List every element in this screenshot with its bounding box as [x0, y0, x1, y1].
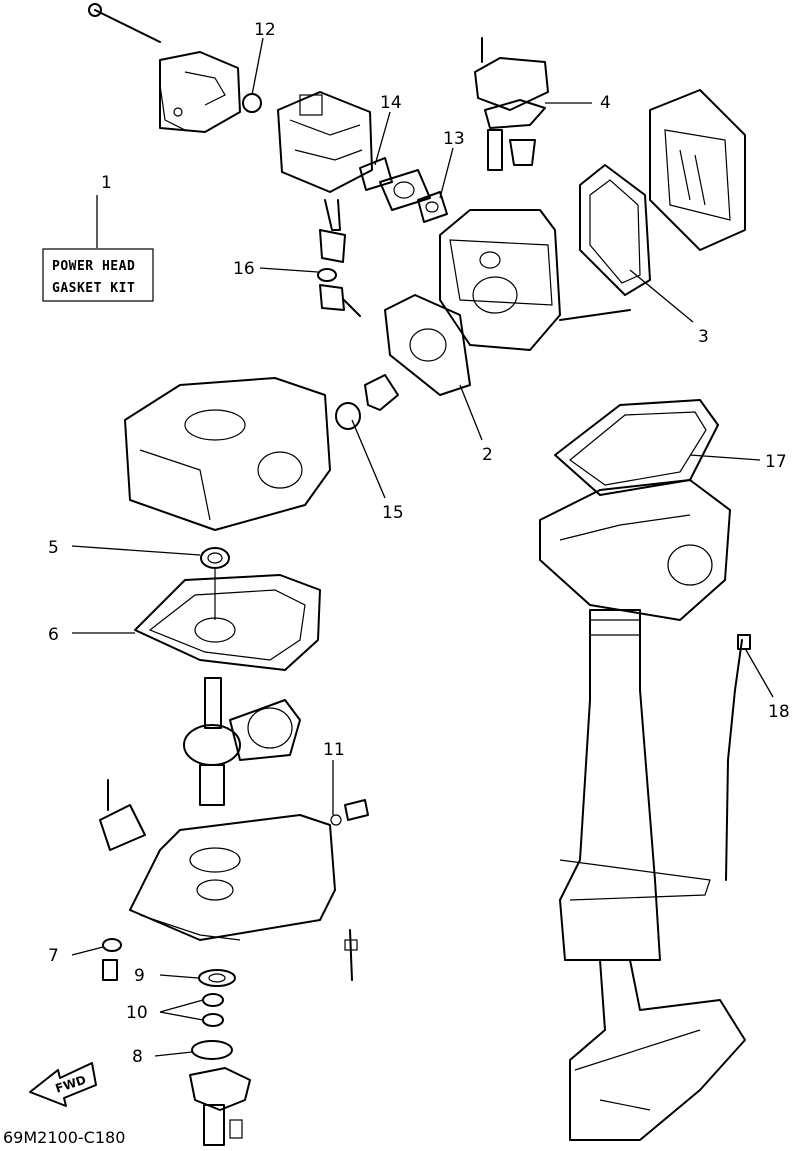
callout-2: 2	[482, 445, 493, 465]
lower-bolts	[102, 929, 358, 981]
callout-12: 12	[254, 20, 276, 40]
water-pipe-holder	[189, 1067, 251, 1146]
callout-14: 14	[380, 93, 402, 113]
kit-box-line1: POWER HEAD	[52, 259, 135, 274]
callout-6: 6	[48, 625, 59, 645]
callout-11: 11	[323, 740, 345, 760]
drive-shaft-housing	[559, 609, 711, 961]
carburetor	[277, 91, 373, 263]
callout-1: 1	[101, 173, 112, 193]
callout-5: 5	[48, 538, 59, 558]
pulser-coil	[99, 779, 146, 851]
callout-10: 10	[126, 1003, 148, 1023]
thermostat-cover	[474, 37, 549, 171]
crankshaft	[183, 677, 301, 806]
silencer-assembly	[88, 3, 241, 133]
cylinder-head-gasket	[384, 294, 471, 396]
intake-gaskets	[359, 157, 448, 223]
o-ring-12	[242, 93, 262, 113]
kit-box-line2: GASKET KIT	[52, 281, 135, 296]
callout-13: 13	[443, 129, 465, 149]
callout-15: 15	[382, 503, 404, 523]
callout-8: 8	[132, 1047, 143, 1067]
choke-link	[319, 284, 361, 317]
o-ring-15	[335, 402, 361, 430]
water-tube	[725, 634, 751, 881]
upper-casing-gasket	[554, 399, 719, 496]
callout-7: 7	[48, 946, 59, 966]
callout-16: 16	[233, 259, 255, 279]
diagram-code: 69M2100-C180	[3, 1128, 125, 1147]
o-ring-16	[317, 268, 337, 282]
cylinder-block	[439, 209, 631, 351]
exhaust-cover-gasket	[579, 164, 651, 296]
callout-9: 9	[134, 966, 145, 986]
callout-3: 3	[698, 327, 709, 347]
crankcase-upper	[124, 377, 331, 531]
fwd-arrow-icon: FWD	[29, 1062, 97, 1107]
upper-casing	[539, 479, 731, 621]
leader-lines	[71, 37, 774, 1057]
oil-seal	[200, 547, 230, 620]
crankcase-lower	[129, 814, 336, 941]
callout-18: 18	[768, 702, 790, 722]
callout-labels: 1 2 3 4 5 6 7 8 9 10 11 12 13 14 15 16 1…	[48, 20, 790, 1067]
callout-17: 17	[765, 452, 787, 472]
callout-4: 4	[600, 93, 611, 113]
washers-seals	[102, 938, 236, 1060]
drain-screw	[330, 799, 369, 826]
exhaust-cover	[649, 89, 746, 251]
thermostat-plug	[364, 374, 399, 411]
lower-unit	[569, 959, 746, 1141]
crankcase-gasket	[134, 574, 321, 671]
gasket-kit-box: POWER HEAD GASKET KIT	[42, 248, 154, 302]
